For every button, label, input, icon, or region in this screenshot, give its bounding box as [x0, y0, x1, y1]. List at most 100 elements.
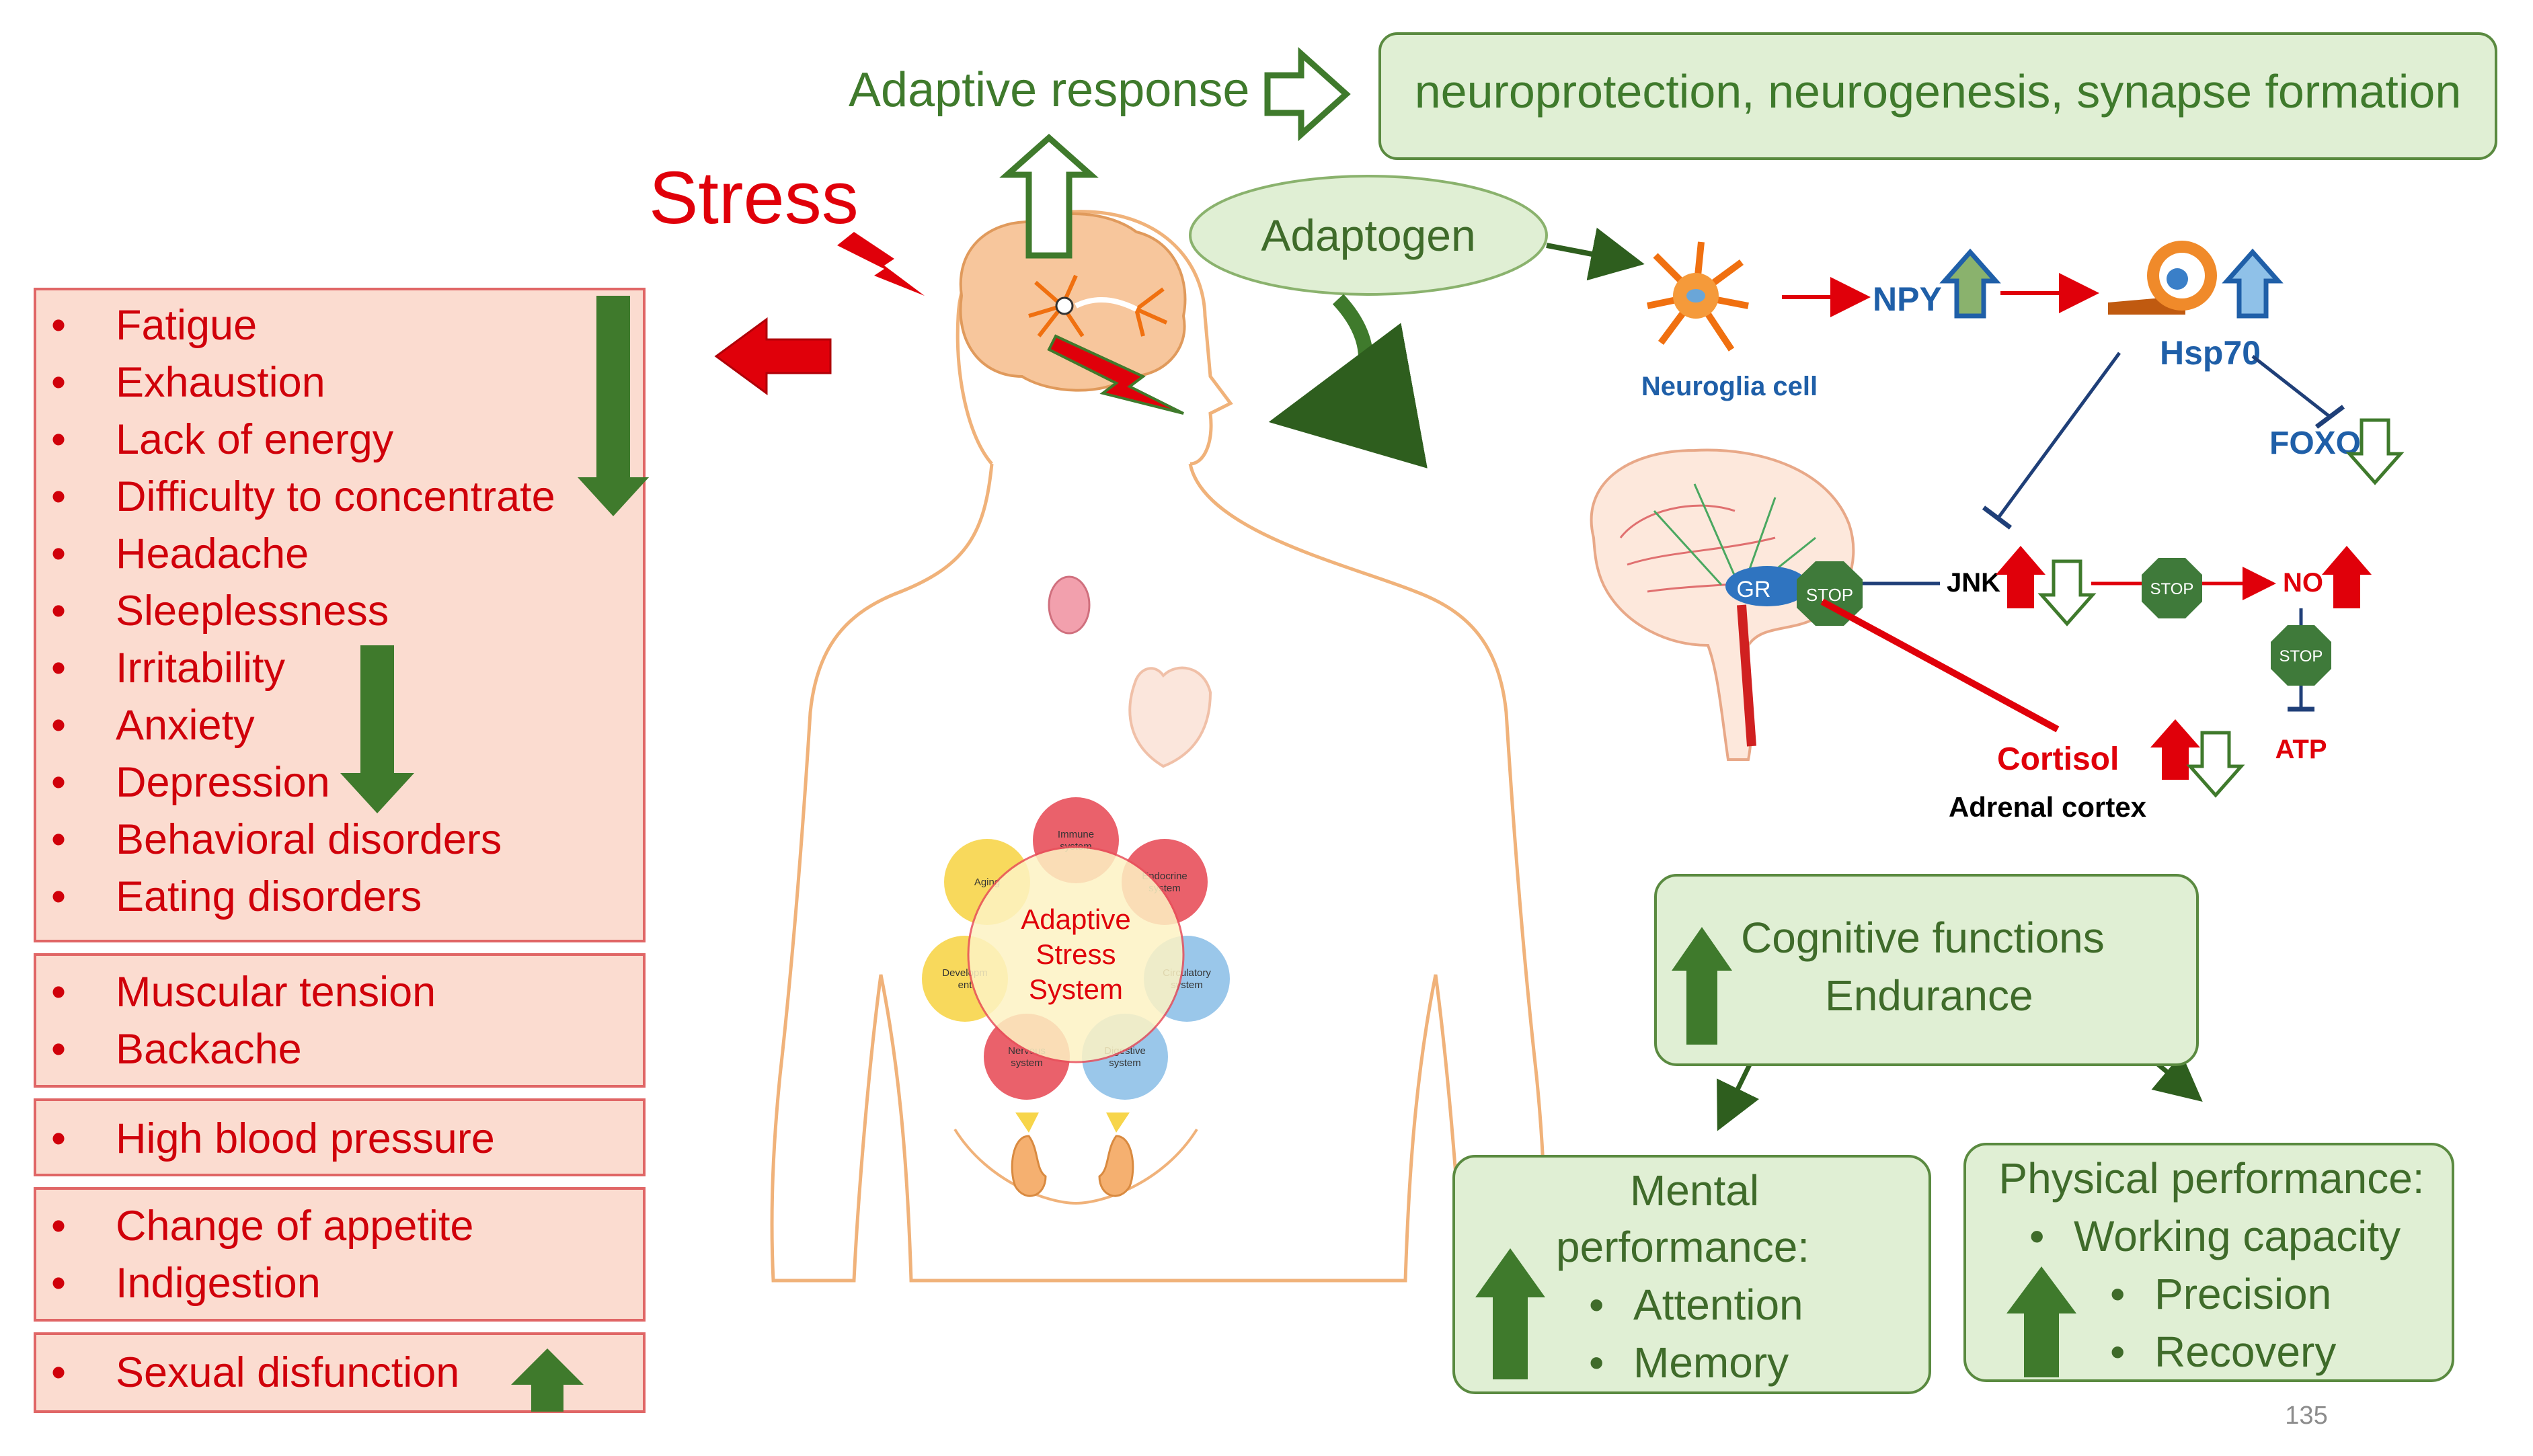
- symptom-box-psychological: Fatigue Exhaustion Lack of energy Diffic…: [34, 288, 646, 942]
- hsp70-up-arrow: [2222, 248, 2284, 319]
- stress-system-core: [967, 846, 1185, 1063]
- physical-item: Recovery: [2110, 1323, 2401, 1381]
- thyroid-illustration: [1048, 575, 1091, 635]
- neuron-body: [1055, 296, 1074, 315]
- foxo-label: FOXO: [2269, 426, 2361, 461]
- cognitive-up-arrow: [1672, 927, 1732, 1045]
- adaptive-up-arrow: [999, 133, 1099, 259]
- body-silhouette: [770, 463, 1547, 1283]
- brain-illustration: [959, 212, 1187, 392]
- symptom-item: Change of appetite: [36, 1198, 643, 1255]
- stop-sign-atp-label: STOP: [2279, 647, 2323, 665]
- gr-receptor-icon: [1725, 566, 1809, 606]
- adaptogen-curved-arrow: [1268, 294, 1428, 469]
- npy-up-arrow: [1939, 248, 2001, 319]
- page-number: 135: [2285, 1402, 2327, 1430]
- jnk-up-arrow: [1996, 546, 2045, 608]
- symptom-item: Headache: [36, 526, 643, 583]
- jnk-down-arrow: [2037, 559, 2097, 626]
- physical-item: Precision: [2110, 1265, 2401, 1323]
- symptom-box-cardiovascular: High blood pressure: [34, 1098, 646, 1176]
- heart-illustration: [1128, 666, 1212, 768]
- atp-label: ATP: [2275, 735, 2327, 764]
- adrenal-cortex-label: Adrenal cortex: [1949, 791, 2147, 823]
- physical-title: Physical performance:: [1998, 1154, 2425, 1203]
- cognitive-box: Cognitive functions Endurance: [1654, 874, 2199, 1066]
- symptom-item: Eating disorders: [36, 868, 643, 926]
- foxo-down-arrow: [2345, 418, 2405, 485]
- symptom-item: Indigestion: [36, 1255, 643, 1312]
- adaptogen-to-neuroglia-arrow: [1546, 227, 1645, 281]
- hsp70-inhibits-jnk: [1996, 352, 2121, 519]
- symptom-item: High blood pressure: [36, 1110, 643, 1168]
- symptom-item: Depression: [36, 754, 643, 811]
- symptom-item: Lack of energy: [36, 411, 643, 469]
- jnk-inhibit-bar: [1982, 505, 2013, 530]
- outcome-box: [1378, 32, 2497, 160]
- physical-up-arrow: [2006, 1266, 2076, 1377]
- kidney-left: [1011, 1135, 1047, 1197]
- symptom-item: Behavioral disorders: [36, 811, 643, 868]
- mental-item: Attention: [1589, 1276, 1803, 1334]
- symptom-item: Muscular tension: [36, 964, 643, 1021]
- neuroglia-cell-label: Neuroglia cell: [1641, 372, 1818, 401]
- stop-sign-no-icon: [2142, 558, 2202, 618]
- physical-list: Working capacity Precision Recovery: [2029, 1207, 2401, 1381]
- hsp70-protein-icon: [2108, 241, 2217, 315]
- stress-to-symptoms-arrow: [714, 317, 832, 395]
- symptom-item: Difficulty to concentrate: [36, 469, 643, 526]
- symptom-list: Fatigue Exhaustion Lack of energy Diffic…: [36, 297, 643, 926]
- stress-bolt-icon: [837, 232, 925, 296]
- physical-performance-box: Physical performance: Working capacity P…: [1963, 1143, 2454, 1382]
- hsp70-label: Hsp70: [2160, 334, 2261, 372]
- stress-bolt-brain-icon: [1047, 334, 1184, 415]
- mental-title-2: performance:: [1556, 1223, 1810, 1271]
- hsp70-inhibits-foxo: [2251, 355, 2331, 418]
- cortisol-to-gr-line: [1820, 598, 2060, 733]
- symptom-item: Fatigue: [36, 297, 643, 354]
- cortisol-label: Cortisol: [1997, 741, 2119, 777]
- neuroglia-cell-icon: [1646, 241, 1749, 352]
- jnk-label: JNK: [1947, 568, 2000, 598]
- physical-item: Working capacity: [2029, 1207, 2401, 1265]
- stop-sign-atp-icon: [2271, 625, 2331, 686]
- torso-inner-line: [953, 1128, 1198, 1205]
- adrenal-left: [1015, 1113, 1039, 1133]
- symptom-box-digestive: Change of appetite Indigestion: [34, 1187, 646, 1322]
- symptom-box-muscular: Muscular tension Backache: [34, 953, 646, 1088]
- kidney-right: [1098, 1135, 1134, 1197]
- cognitive-functions-label: Cognitive functions: [1741, 914, 2105, 962]
- adaptive-stress-system: ImmunesystemEndocrinesystemCirculatorysy…: [922, 797, 1230, 1100]
- mental-list: Attention Memory: [1589, 1276, 1803, 1391]
- gr-label: GR: [1737, 577, 1771, 602]
- cortisol-down-arrow: [2186, 731, 2245, 798]
- mental-title: Mental: [1629, 1166, 1760, 1215]
- symptom-item: Backache: [36, 1021, 643, 1078]
- neuron-axon: [1075, 296, 1138, 312]
- endurance-label: Endurance: [1825, 971, 2033, 1020]
- npy-label: NPY: [1873, 280, 1942, 318]
- mental-performance-box: Mental performance: Attention Memory: [1452, 1155, 1931, 1394]
- symptom-item: Sexual disfunction: [36, 1344, 643, 1402]
- head-outline: [956, 210, 1233, 466]
- adaptogen-label: Adaptogen: [1261, 210, 1475, 260]
- no-up-arrow: [2322, 546, 2372, 608]
- foxo-inhibit-bar: [2314, 405, 2345, 429]
- no-label: NO: [2283, 568, 2323, 598]
- mental-item: Memory: [1589, 1334, 1803, 1391]
- symptom-item: Anxiety: [36, 697, 643, 754]
- neuron-illustration: [1028, 274, 1168, 337]
- stop-sign-gr-icon: [1797, 561, 1863, 626]
- adaptogen-ellipse: [1189, 175, 1548, 296]
- adaptive-response-arrow: [1264, 46, 1351, 142]
- symptom-box-sexual: Sexual disfunction: [34, 1332, 646, 1413]
- symptom-item: Exhaustion: [36, 354, 643, 411]
- mental-up-arrow: [1475, 1248, 1545, 1379]
- stop-sign-no-label: STOP: [2150, 580, 2194, 598]
- adrenal-right: [1106, 1113, 1130, 1133]
- stress-label: Stress: [649, 157, 859, 239]
- outcome-text: neuroprotection, neurogenesis, synapse f…: [1415, 65, 2462, 118]
- symptom-item: Irritability: [36, 640, 643, 697]
